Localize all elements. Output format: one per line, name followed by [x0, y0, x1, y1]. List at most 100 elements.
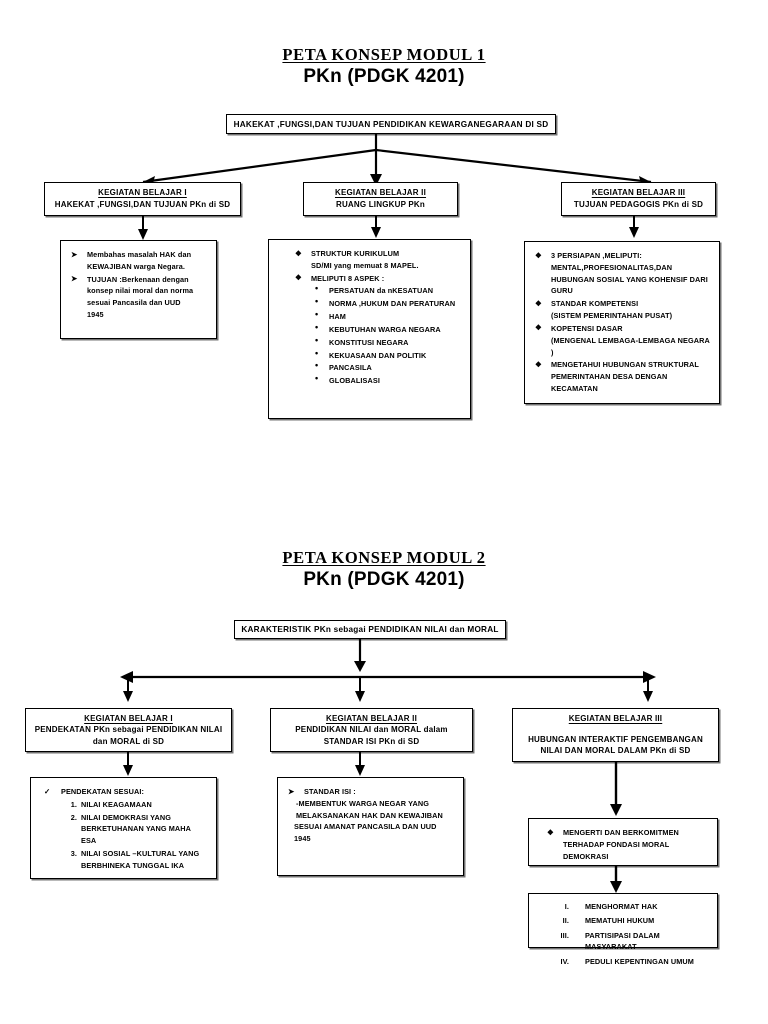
module-2-branch-1-numbered: 1. NILAI KEAGAMAAN 2. NILAI DEMOKRASI YA… — [61, 799, 210, 872]
list-line: (SISTEM PEMERINTAHAN PUSAT) — [551, 311, 673, 321]
list-line: TERHADAP FONDASI MORAL — [563, 839, 670, 849]
list-item: ❖ 3 PERSIAPAN ,MELIPUTI: MENTAL,PROFESIO… — [535, 250, 713, 297]
module-2-branch-1-list: ✓ PENDEKATAN SESUAI: — [41, 786, 210, 798]
list-line: 3 PERSIAPAN ,MELIPUTI: — [551, 251, 642, 260]
module-2-branch-3-header: KEGIATAN BELAJAR III HUBUNGAN INTERAKTIF… — [512, 708, 719, 762]
module-2-roman-list: I. MENGHORMAT HAK II. MEMATUHI HUKUM III… — [543, 901, 711, 968]
list-number: 1. — [70, 799, 77, 809]
list-line: BERBHINEKA TUNGGAL IKA — [81, 860, 185, 870]
list-item: ➤ TUJUAN :Berkenaan dengan konsep nilai … — [71, 274, 210, 321]
list-item: •HAM — [315, 310, 464, 323]
arrow-bullet-icon: ➤ — [288, 786, 295, 796]
module-1-branch-1-header: KEGIATAN BELAJAR I HAKEKAT ,FUNGSI,DAN T… — [44, 182, 241, 216]
list-line: MELAKSANAKAN HAK DAN KEWAJIBAN — [296, 810, 443, 820]
list-line: KONSTITUSI NEGARA — [329, 337, 409, 347]
list-line: KEKUASAAN DAN POLITIK — [329, 350, 427, 360]
list-line: STRUKTUR KURIKULUM — [311, 249, 400, 258]
list-line: KEWAJIBAN warga Negara. — [87, 261, 185, 271]
module-2-branch-2-header-title: KEGIATAN BELAJAR II — [325, 713, 418, 723]
module-1-branch-2-content: ❖ STRUKTUR KURIKULUM SD/MI yang memuat 8… — [268, 239, 471, 419]
module-1-branch-3-list: ❖ 3 PERSIAPAN ,MELIPUTI: MENTAL,PROFESIO… — [535, 250, 713, 395]
module-1-branch-1-arrow — [138, 216, 148, 240]
list-item: ➤ STANDAR ISI : -MEMBENTUK WARGA NEGAR Y… — [288, 786, 457, 845]
module-1-branch-1-list: ➤ Membahas masalah HAK dan KEWAJIBAN war… — [71, 249, 210, 321]
module-1-title: PETA KONSEP MODUL 1 — [0, 45, 768, 65]
module-2-branch-1-header: KEGIATAN BELAJAR I PENDEKATAN PKn sebaga… — [25, 708, 232, 752]
list-line: PEMERINTAHAN DESA DENGAN — [551, 372, 668, 382]
list-line: NORMA ,HUKUM DAN PERATURAN — [329, 299, 456, 309]
list-item: ➤ Membahas masalah HAK dan KEWAJIBAN war… — [71, 249, 210, 273]
list-line: -MEMBENTUK WARGA NEGAR YANG — [296, 798, 429, 808]
list-line: MENTAL,PROFESIONALITAS,DAN — [551, 262, 673, 272]
list-number: 3. — [70, 849, 77, 859]
list-item: 2. NILAI DEMOKRASI YANG BERKETUHANAN YAN… — [61, 812, 210, 847]
diamond-bullet-icon: ❖ — [295, 273, 302, 283]
module-2-branch-2-header-body: PENDIDIKAN NILAI dan MORAL dalam STANDAR… — [295, 725, 448, 746]
list-line: PARTISIPASI DALAM MASYARAKAT — [585, 930, 660, 952]
dot-bullet-icon: • — [315, 360, 319, 371]
dot-bullet-icon: • — [315, 373, 319, 384]
list-item: • KEBUTUHAN WARGA NEGARA — [315, 321, 464, 336]
module-2-branch-1-arrow — [123, 752, 133, 776]
module-2-title: PETA KONSEP MODUL 2 — [0, 548, 768, 568]
list-line: Membahas masalah HAK dan — [87, 250, 192, 259]
list-number: III. — [560, 930, 569, 940]
module-2-branch-3-content: ❖ MENGERTI DAN BERKOMITMEN TERHADAP FOND… — [528, 818, 718, 866]
list-line: NILAI DEMOKRASI YANG — [81, 812, 171, 822]
list-line: PANCASILA — [329, 363, 372, 373]
list-line: GLOBALISASI — [329, 376, 380, 386]
module-2-root-box: KARAKTERISTIK PKn sebagai PENDIDIKAN NIL… — [234, 620, 506, 639]
diamond-bullet-icon: ❖ — [535, 298, 542, 308]
module-2-root-label: KARAKTERISTIK PKn sebagai PENDIDIKAN NIL… — [241, 625, 499, 634]
list-line: MENGERTI DAN BERKOMITMEN — [563, 828, 679, 837]
list-line: 1945 — [294, 834, 311, 844]
module-1-branch-2-header: KEGIATAN BELAJAR II RUANG LINGKUP PKn — [303, 182, 458, 216]
list-line: MEMATUHI HUKUM — [585, 916, 655, 926]
list-item: II. MEMATUHI HUKUM — [543, 915, 711, 927]
list-line: NILAI SOSIAL –KULTURAL YANG — [81, 849, 200, 859]
list-line: ) — [551, 347, 554, 357]
list-line: KEBUTUHAN WARGA NEGARA — [329, 324, 441, 334]
module-2-branch-1-header-title: KEGIATAN BELAJAR I — [84, 713, 173, 723]
list-line: HAM — [329, 312, 346, 322]
module-1-branch-2-arrow — [371, 216, 381, 238]
dot-bullet-icon: • — [315, 321, 319, 332]
list-item: 3. NILAI SOSIAL –KULTURAL YANG BERBHINEK… — [61, 848, 210, 872]
list-item: • KONSTITUSI NEGARA — [315, 334, 464, 349]
diamond-bullet-icon: ❖ — [535, 250, 542, 260]
list-item: ❖ STANDAR KOMPETENSI (SISTEM PEMERINTAHA… — [535, 298, 713, 322]
dot-bullet-icon: • — [315, 283, 319, 294]
module-2-branch-2-content: ➤ STANDAR ISI : -MEMBENTUK WARGA NEGAR Y… — [277, 777, 464, 876]
module-1-branch-2-header-title: KEGIATAN BELAJAR II — [334, 188, 427, 198]
list-line: HUBUNGAN SOSIAL YANG KOHENSIF DARI — [551, 274, 708, 284]
diamond-bullet-icon: ❖ — [535, 323, 542, 333]
module-2-branch-3-list: ❖ MENGERTI DAN BERKOMITMEN TERHADAP FOND… — [539, 827, 711, 862]
list-item: ❖ MENGETAHUI HUBUNGAN STRUKTURAL PEMERIN… — [535, 359, 713, 394]
list-item: • GLOBALISASI — [315, 373, 464, 387]
list-item: •NORMA ,HUKUM DAN PERATURAN — [315, 297, 464, 310]
arrow-bullet-icon: ➤ — [71, 249, 78, 259]
list-item: •KEKUASAAN DAN POLITIK — [315, 348, 464, 362]
module-2-branch-3-roman-box: I. MENGHORMAT HAK II. MEMATUHI HUKUM III… — [528, 893, 718, 966]
list-line: 1945 — [87, 310, 104, 320]
list-line: KOPETENSI DASAR — [551, 323, 623, 333]
list-line: konsep nilai moral dan norma — [87, 286, 194, 296]
list-item: •PERSATUAN da nKESATUAN — [315, 283, 464, 297]
list-item: III. PARTISIPASI DALAM MASYARAKAT — [543, 930, 711, 954]
check-bullet-icon: ✓ — [44, 786, 51, 796]
module-2-subtitle: PKn (PDGK 4201) — [303, 569, 465, 590]
list-line: MELIPUTI 8 ASPEK : — [311, 273, 385, 283]
list-line: SD/MI yang memuat 8 MAPEL. — [311, 260, 419, 270]
list-item: ❖ KOPETENSI DASAR (MENGENAL LEMBAGA-LEMB… — [535, 323, 713, 358]
dot-bullet-icon: • — [315, 334, 319, 345]
list-item: • PANCASILA — [315, 360, 464, 374]
module-2-branch-2-list: ➤ STANDAR ISI : -MEMBENTUK WARGA NEGAR Y… — [288, 786, 457, 845]
module-1-branch-3-header: KEGIATAN BELAJAR III TUJUAN PEDAGOGIS PK… — [561, 182, 716, 216]
module-2-branch-1-content: ✓ PENDEKATAN SESUAI: 1. NILAI KEAGAMAAN … — [30, 777, 217, 879]
list-number: I. — [564, 902, 569, 911]
arrow-bullet-icon: ➤ — [71, 274, 78, 284]
module-1-branch-2-sublist: •PERSATUAN da nKESATUAN •NORMA ,HUKUM DA… — [315, 283, 464, 387]
module-1-title-text: PETA KONSEP MODUL 1 — [282, 45, 486, 64]
module-1-branch-1-header-body: HAKEKAT ,FUNGSI,DAN TUJUAN PKn di SD — [54, 200, 231, 209]
